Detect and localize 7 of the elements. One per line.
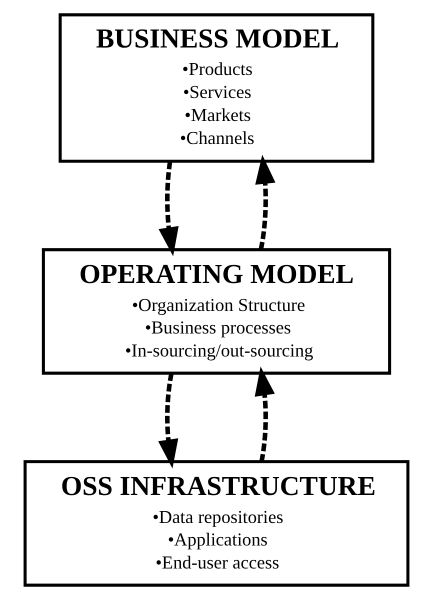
node-box: BUSINESS MODEL •Products •Services •Markets •Channels — [58, 13, 374, 163]
node-box: OSS INFRASTRUCTURE •Data repositories •Applications •End-user access — [24, 460, 410, 587]
arrow — [158, 372, 178, 468]
arrow — [254, 366, 275, 462]
arrow — [255, 154, 276, 250]
arrow — [158, 161, 179, 256]
node-box: OPERATING MODEL •Organization Structure •Business processes •In-sourcing/out-sourcing — [42, 248, 392, 375]
